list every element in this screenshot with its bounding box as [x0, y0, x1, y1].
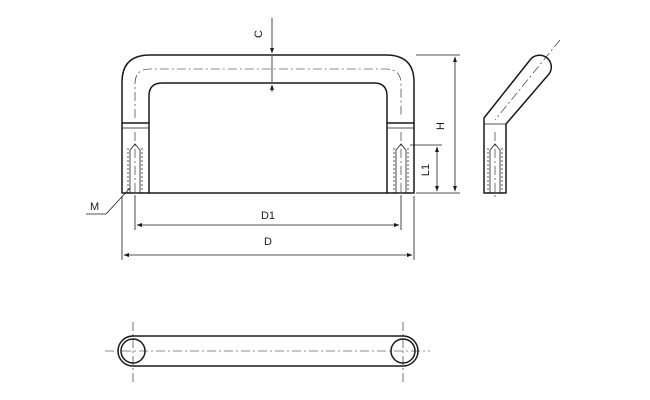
side-view-outline	[483, 54, 553, 194]
dimension-m: M	[86, 187, 131, 215]
side-view-thread-hole	[487, 143, 503, 193]
top-view-left-end	[120, 338, 146, 364]
handle-inner-outline	[148, 82, 388, 124]
dimension-d: D	[121, 196, 415, 260]
left-thread-hole	[127, 143, 143, 193]
label-c: C	[253, 30, 265, 38]
top-view	[105, 322, 430, 382]
label-h: H	[435, 122, 447, 130]
dimension-c: C	[253, 18, 274, 92]
handle-centerline	[134, 68, 402, 118]
front-view	[121, 54, 415, 200]
dimension-d1: D1	[134, 196, 402, 230]
dimension-l1: L1	[410, 144, 442, 192]
top-view-right-end	[390, 338, 416, 364]
handle-outer-outline	[121, 54, 415, 194]
label-m: M	[90, 201, 99, 213]
side-view-centerline	[494, 39, 561, 121]
side-view	[483, 39, 561, 200]
label-l1: L1	[420, 164, 432, 176]
right-thread-hole	[393, 143, 409, 193]
dimension-h: H	[416, 54, 460, 194]
label-d1: D1	[261, 210, 275, 222]
top-view-bar	[117, 335, 419, 367]
label-d: D	[264, 236, 272, 248]
